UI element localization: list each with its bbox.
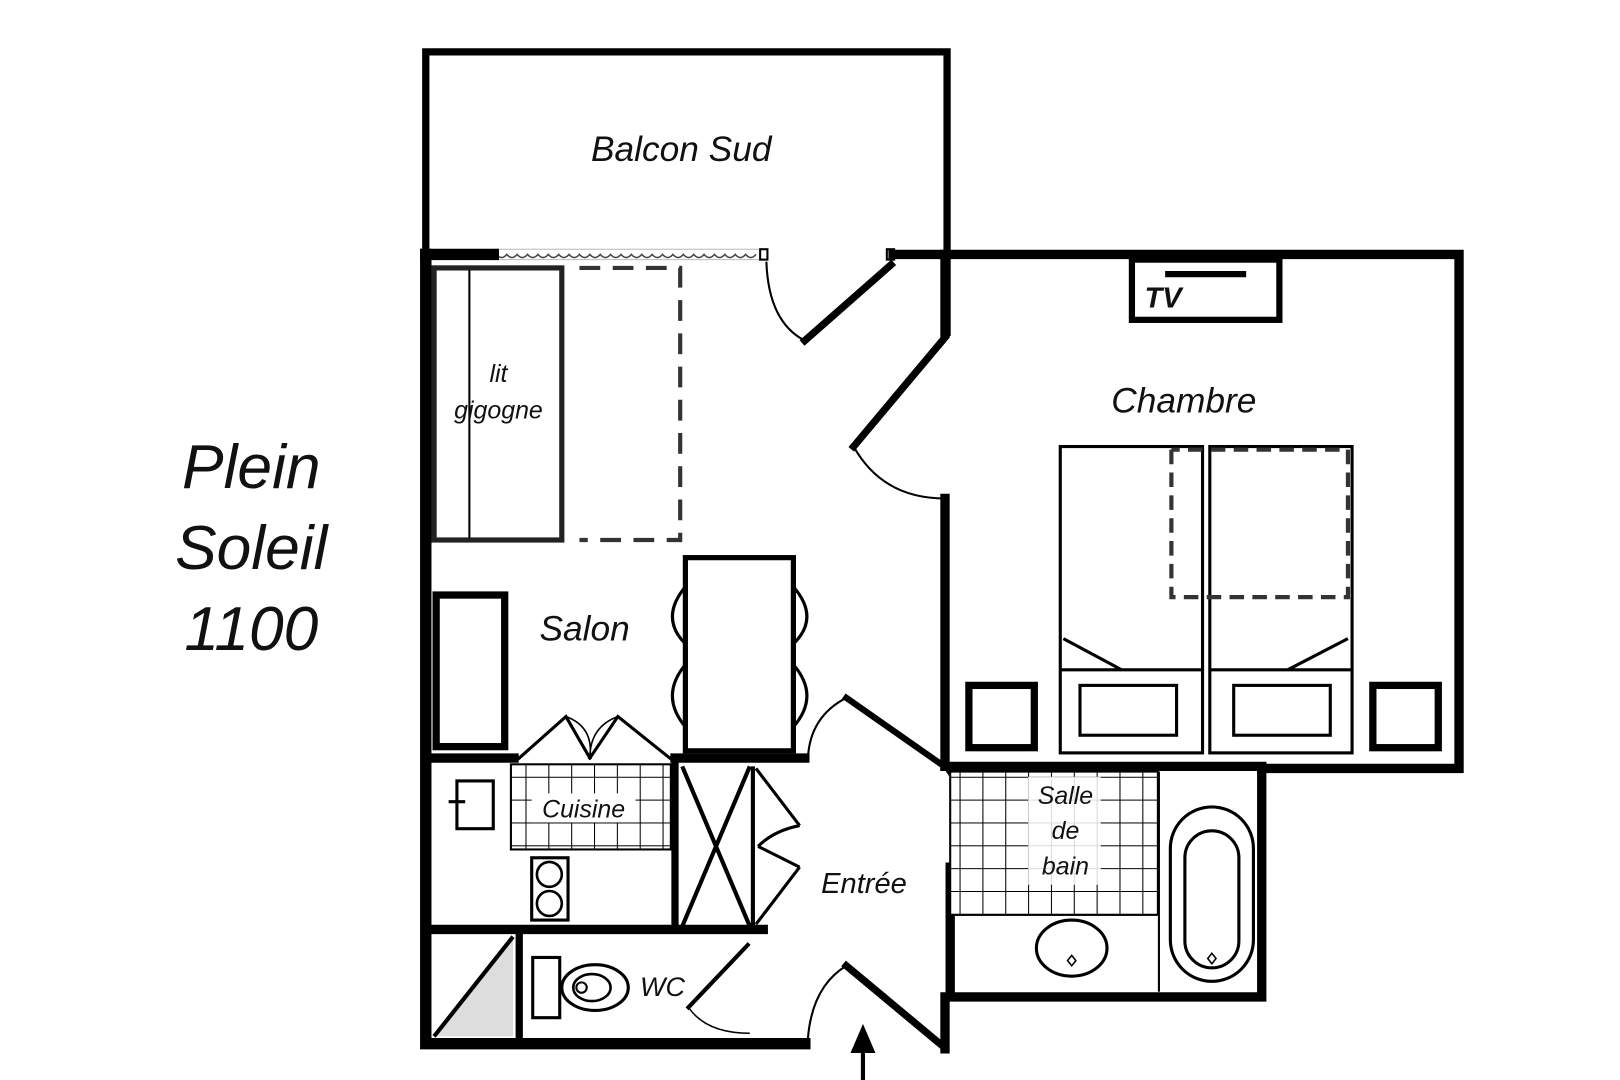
plan-title: Plein Soleil 1100 [175,433,330,664]
wc-label: WC [640,972,685,1002]
walls [420,248,1464,1054]
dining-table [671,555,809,754]
cuisine-label: Cuisine [542,795,625,823]
sdb-label-1: Salle [1038,782,1093,810]
bathroom: Salle de bain [949,770,1255,992]
closet [680,765,801,928]
salon-label: Salon [540,610,630,649]
chambre-label: Chambre [1111,381,1256,420]
sdb-label-3: bain [1042,852,1089,880]
bunk-bed: lit gigogne [431,265,683,543]
window-curtain [493,248,896,261]
entree-label: Entrée [821,868,907,900]
bunk-bed-label-2: gigogne [454,396,543,424]
nightstand-right [1369,681,1442,752]
tv-label: TV [1145,282,1185,314]
kitchen: Cuisine [448,763,672,922]
balcony: Balcon Sud [422,48,951,336]
title-line2: Soleil [175,514,330,583]
beds [1058,444,1354,755]
bunk-bed-label-1: lit [489,360,508,388]
sdb-label-2: de [1052,817,1080,845]
sofa [432,591,509,751]
tv-unit: TV [1128,256,1283,323]
nightstand-left [965,681,1038,752]
wc: WC [432,935,686,1038]
entrance-arrow-icon [850,1023,876,1080]
title-line3: 1100 [184,595,318,664]
title-line1: Plein [182,433,321,502]
balcony-label: Balcon Sud [591,130,773,169]
